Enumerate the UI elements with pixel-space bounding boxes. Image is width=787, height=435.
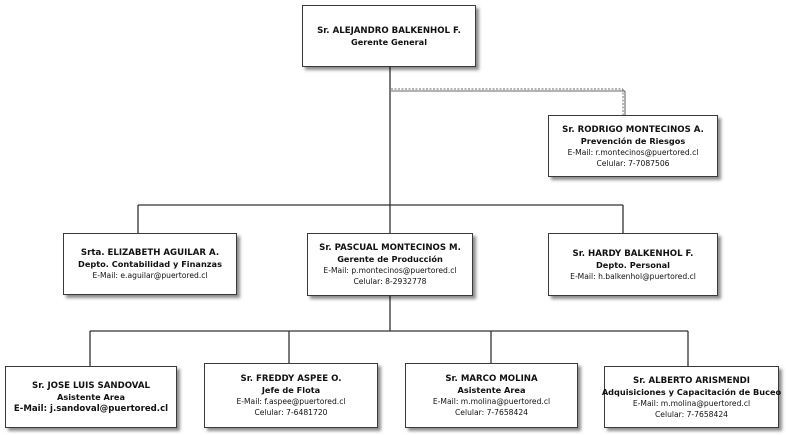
org-box-aspee: Sr. FREDDY ASPEE O. Jefe de Flota E-Mail… [204,363,378,428]
org-box-contabilidad: Srta. ELIZABETH AGUILAR A. Depto. Contab… [63,233,237,295]
person-name: Sr. HARDY BALKENHOL F. [572,248,694,259]
person-name: Sr. JOSE LUIS SANDOVAL [32,380,150,391]
person-title: Adquisiciones y Capacitación de Buceo [601,386,782,397]
person-phone: Celular: 7-7658424 [454,408,528,417]
person-email: E-Mail: j.sandoval@puertored.cl [13,403,169,414]
org-box-prevencion-riesgos: Sr. RODRIGO MONTECINOS A. Prevención de … [548,115,718,177]
person-email: E-Mail: e.aguilar@puertored.cl [92,271,208,280]
org-box-sandoval: Sr. JOSE LUIS SANDOVAL Asistente Area E-… [5,366,177,428]
person-phone: Celular: 7-6481720 [254,408,328,417]
org-box-personal: Sr. HARDY BALKENHOL F. Depto. Personal E… [548,233,718,296]
person-phone: Celular: 8-2932778 [353,277,427,286]
person-name: Sr. ALBERTO ARISMENDI [633,375,750,386]
person-name: Sr. RODRIGO MONTECINOS A. [562,124,704,135]
org-box-molina: Sr. MARCO MOLINA Asistente Area E-Mail: … [405,363,578,428]
person-name: Srta. ELIZABETH AGUILAR A. [80,248,220,258]
person-phone: Celular: 7-7658424 [654,409,728,419]
person-title: Asistente Area [57,391,125,402]
person-name: Sr. PASCUAL MONTECINOS M. [319,243,461,253]
person-email: E-Mail: r.montecinos@puertored.cl [567,147,699,157]
person-title: Jefe de Flota [261,385,321,395]
person-title: Prevención de Riesgos [580,135,686,146]
person-name: Sr. MARCO MOLINA [445,374,538,384]
person-title: Depto. Personal [596,259,670,270]
org-box-gerente-general: Sr. ALEJANDRO BALKENHOL F. Gerente Gener… [302,5,476,67]
person-email: E-Mail: m.molina@puertored.cl [632,398,751,408]
person-email: E-Mail: p.montecinos@puertored.cl [323,266,457,275]
person-title: Asistente Area [457,385,526,395]
person-title: Gerente General [350,36,428,47]
person-title: Gerente de Producción [337,254,443,264]
org-box-gerente-produccion: Sr. PASCUAL MONTECINOS M. Gerente de Pro… [307,233,473,296]
org-box-arismendi: Sr. ALBERTO ARISMENDI Adquisiciones y Ca… [601,366,782,428]
person-email: E-Mail: f.aspee@puertored.cl [236,397,346,406]
person-title: Depto. Contabilidad y Finanzas [78,259,222,269]
person-name: Sr. FREDDY ASPEE O. [240,374,342,384]
person-name: Sr. ALEJANDRO BALKENHOL F. [317,25,461,36]
person-email: E-Mail: h.balkenhol@puertored.cl [570,271,696,281]
person-email: E-Mail: m.molina@puertored.cl [432,397,551,406]
person-phone: Celular: 7-7087506 [596,158,670,168]
